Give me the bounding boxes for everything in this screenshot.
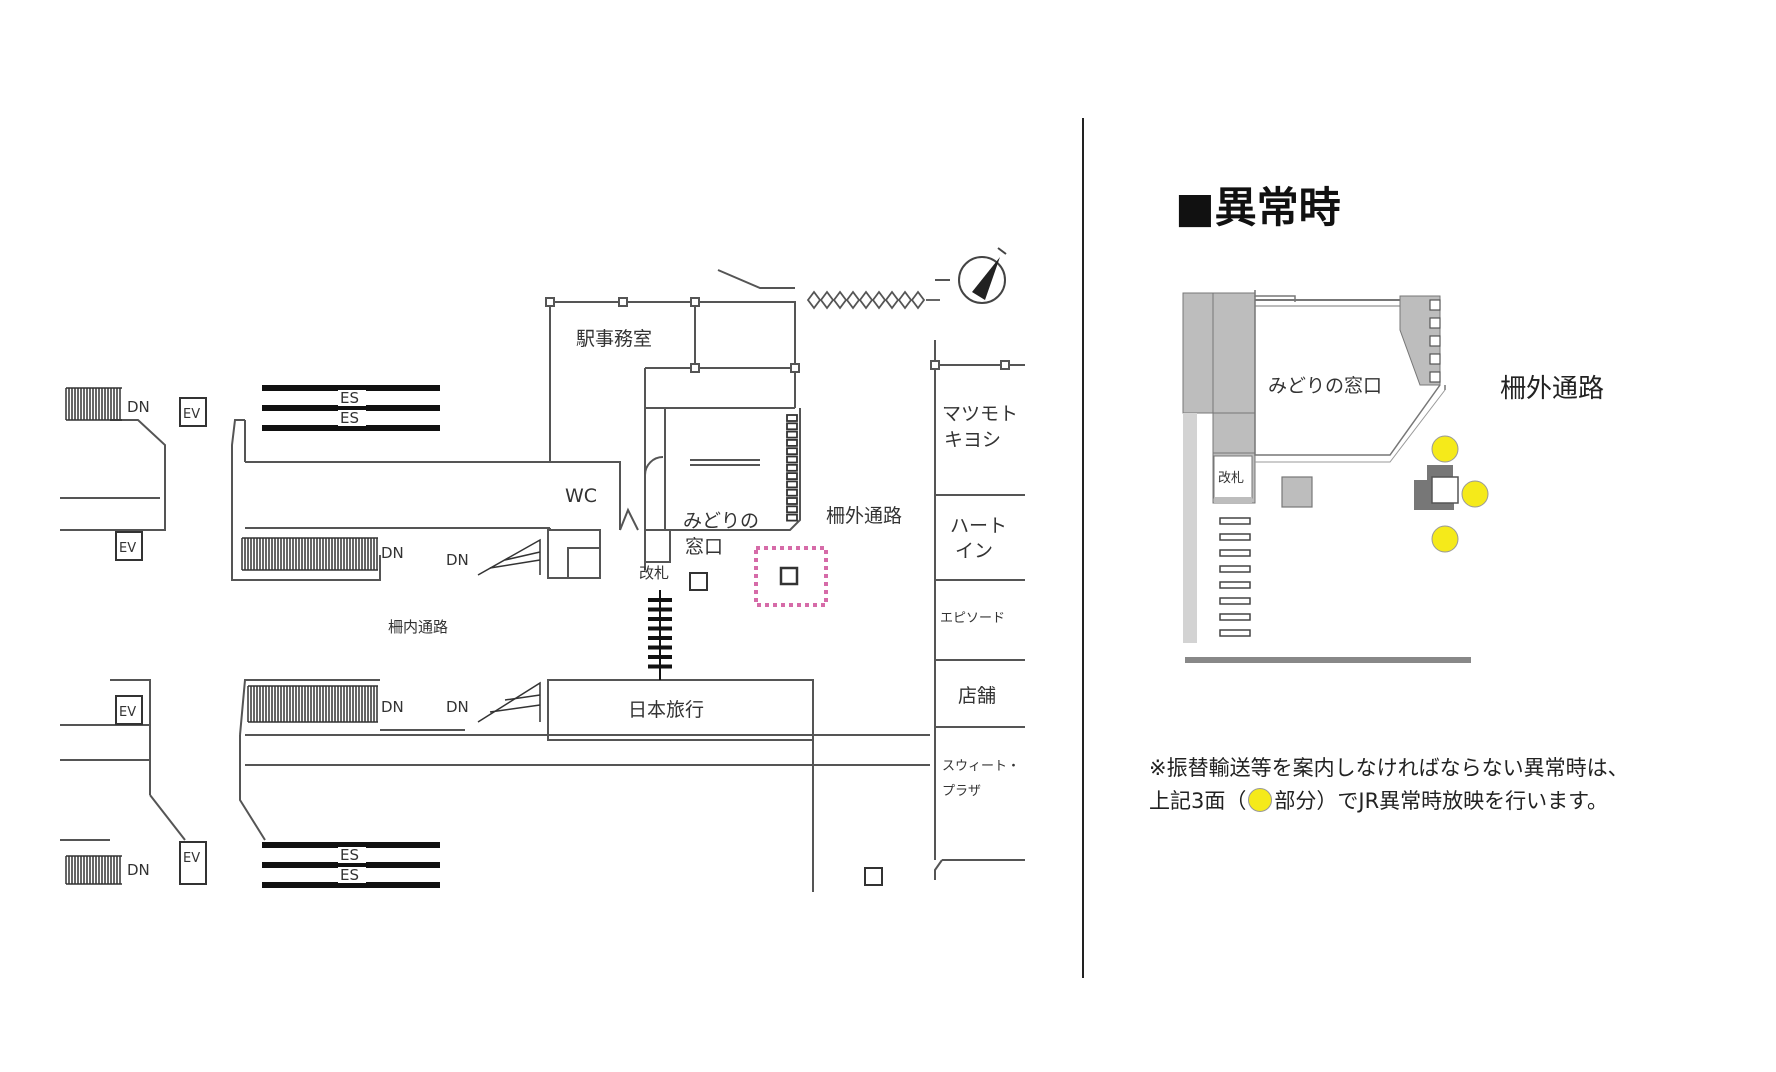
stairs-lower-left — [247, 685, 378, 723]
note-text: ※振替輸送等を案内しなければならない異常時は、 上記3面（ 部分）でJR異常時放映… — [1149, 752, 1709, 818]
ev-label: EV — [183, 851, 200, 866]
dn-label: DN — [127, 398, 150, 416]
wc-area — [547, 456, 671, 579]
midori-counter — [786, 414, 798, 522]
stairs-upper-left — [65, 387, 122, 421]
plaza-label: プラザ — [942, 784, 981, 799]
nihon-ryoko-label: 日本旅行 — [628, 699, 704, 721]
ev-label: EV — [183, 407, 200, 422]
kiyoshi-label: キヨシ — [944, 429, 1001, 451]
dn-label: DN — [381, 698, 404, 716]
store-label: 店舗 — [958, 685, 996, 707]
screen-circle-top — [1431, 435, 1459, 463]
stairs-lower-mid — [65, 855, 122, 885]
wc-label: WC — [565, 485, 597, 507]
fence-chain — [806, 290, 940, 310]
note-line-1: ※振替輸送等を案内しなければならない異常時は、 — [1149, 756, 1629, 780]
ev-label: EV — [119, 541, 136, 556]
inside-passage-label: 柵内通路 — [388, 618, 448, 636]
matsumoto-label: マツモト — [942, 403, 1018, 425]
stairs-dn-triangles — [477, 538, 541, 723]
dn-label: DN — [127, 861, 150, 879]
note-line-2-prefix: 上記3面（ — [1149, 789, 1247, 813]
dn-label: DN — [381, 544, 404, 562]
screen-circle-bottom — [1431, 525, 1459, 553]
station-office-label: 駅事務室 — [576, 328, 652, 350]
escalators — [262, 385, 440, 888]
yellow-circle-icon — [1248, 788, 1273, 812]
sweet-label: スウィート・ — [942, 759, 1020, 774]
screen-location-marker — [754, 546, 828, 607]
detail-gate-label: 改札 — [1218, 471, 1244, 486]
dn-label: DN — [446, 698, 469, 716]
dn-label: DN — [446, 551, 469, 569]
detail-map: みどりの窓口 改札 — [1182, 290, 1489, 663]
down-labels: DN DN DN DN DN DN — [127, 398, 469, 879]
note-line-2-suffix: 部分）でJR異常時放映を行います。 — [1274, 789, 1609, 813]
screen-circle-right — [1461, 480, 1489, 508]
ticket-gate-lines — [648, 590, 672, 680]
elevators — [115, 397, 207, 885]
stairs-upper-mid — [241, 537, 378, 571]
detail-midori-label: みどりの窓口 — [1268, 375, 1382, 397]
compass-icon — [958, 247, 1007, 304]
midori-window-label: みどりの — [683, 510, 759, 532]
outside-passage-label: 柵外通路 — [826, 505, 902, 527]
pillars — [689, 572, 883, 886]
es-label: ES — [340, 846, 359, 864]
elevator-labels: EV EV EV EV — [119, 407, 200, 866]
note-line-2: 上記3面（ 部分）でJR異常時放映を行います。 — [1149, 785, 1709, 818]
ticket-gate-label: 改札 — [639, 564, 669, 582]
detail-outside-passage-label: 柵外通路 — [1500, 374, 1605, 404]
office-corner-posts — [545, 297, 1010, 373]
episode-label: エピソード — [940, 611, 1005, 626]
heart-label: ハート — [950, 515, 1007, 537]
abnormal-title: ■異常時 — [1175, 183, 1341, 232]
midori-window-label-2: 窓口 — [685, 536, 723, 558]
ev-label: EV — [119, 705, 136, 720]
left-map-lines — [60, 269, 1025, 892]
es-label: ES — [340, 409, 359, 427]
es-label: ES — [340, 866, 359, 884]
es-label: ES — [340, 389, 359, 407]
escalator-labels: ES ES ES ES — [338, 389, 366, 884]
in-label: イン — [955, 540, 993, 562]
